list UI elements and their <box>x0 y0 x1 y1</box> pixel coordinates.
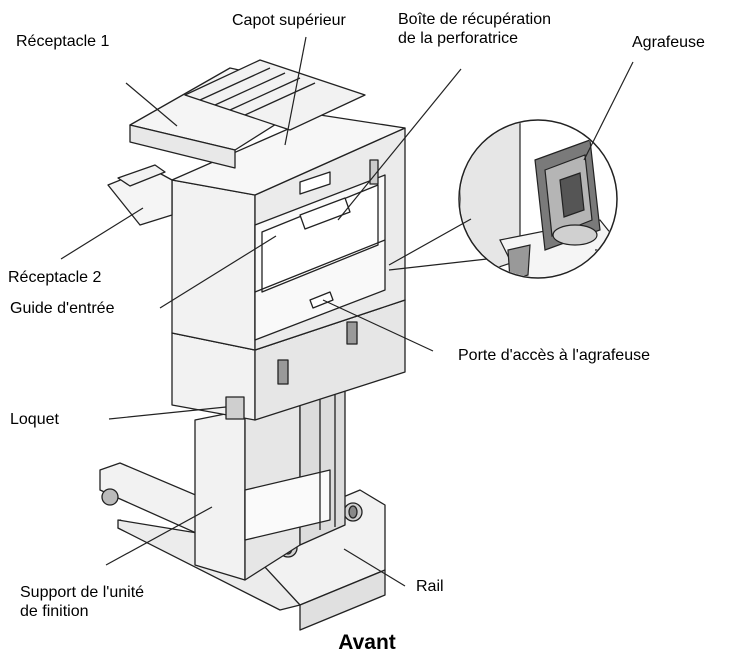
leader-capot <box>284 36 307 146</box>
leader-lines <box>60 36 634 587</box>
label-rail: Rail <box>416 578 444 595</box>
stand <box>194 369 346 581</box>
label-support-line2: de finition <box>20 603 89 620</box>
label-support-unite: Support de l'unité de finition <box>20 583 144 621</box>
stapler-inset <box>388 119 618 279</box>
label-capot-superieur: Capot supérieur <box>232 12 346 29</box>
leader-loquet <box>108 406 227 420</box>
leader-rail <box>343 548 406 587</box>
label-receptacle-1: Réceptacle 1 <box>16 33 110 50</box>
label-boite-perforatrice: Boîte de récupération de la perforatrice <box>398 10 551 48</box>
label-support-line1: Support de l'unité <box>20 584 145 601</box>
label-receptacle-2: Réceptacle 2 <box>8 269 102 286</box>
receptacle-1-tray <box>129 59 366 169</box>
receptacle-2-tray <box>107 164 173 226</box>
leader-porte <box>322 299 434 352</box>
label-boite-line2: de la perforatrice <box>398 30 519 47</box>
label-agrafeuse: Agrafeuse <box>632 34 705 51</box>
label-porte-acces: Porte d'accès à l'agrafeuse <box>458 347 650 364</box>
leader-receptacle-2 <box>60 207 144 260</box>
leader-support <box>105 506 213 566</box>
label-loquet: Loquet <box>10 411 59 428</box>
label-guide-entree: Guide d'entrée <box>10 300 115 317</box>
leader-boite <box>337 68 462 221</box>
leader-agrafeuse <box>583 61 634 161</box>
leader-receptacle-1 <box>125 82 178 127</box>
label-boite-line1: Boîte de récupération <box>398 11 551 28</box>
leader-guide <box>159 235 277 309</box>
caption-avant: Avant <box>338 631 396 654</box>
